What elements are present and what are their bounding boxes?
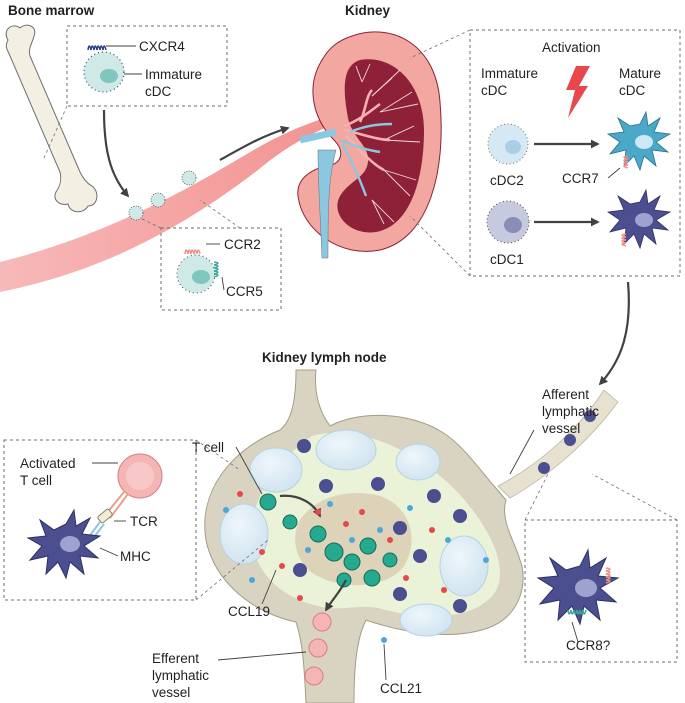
inset-mature-cdc1-cell <box>26 508 102 580</box>
immature-cdc-cell <box>83 51 125 93</box>
kidney-lead-bottom <box>409 215 471 277</box>
activation-label: Activation <box>542 40 601 55</box>
ccr5-receptor <box>213 261 219 278</box>
ccr8-receptor <box>567 609 587 615</box>
bone-illustration <box>5 24 98 213</box>
ccr2-label: CCR2 <box>224 237 261 252</box>
immature-cdc-label-line1: Immature <box>145 67 202 82</box>
ccr8-lead-left <box>524 473 549 521</box>
ccr8-lead-right <box>591 473 678 521</box>
ccr-lead-line-1 <box>139 217 162 229</box>
afferent-label-line3: vessel <box>542 421 580 436</box>
afferent-cdc-cells <box>538 410 596 474</box>
activation-panel-box <box>469 29 681 277</box>
ccl21-label: CCL21 <box>380 681 422 696</box>
cdc2-label: cDC2 <box>490 173 524 188</box>
ccr8-mature-cdc1-cell <box>536 548 620 626</box>
blood-vessel <box>0 112 350 292</box>
ccr8-label: CCR8? <box>566 638 610 653</box>
lymph-node <box>204 369 524 703</box>
ccl19-label: CCL19 <box>228 604 270 619</box>
activated-t-cell <box>117 453 163 499</box>
inset-lead-top <box>195 439 241 471</box>
ccr7-receptor <box>623 155 629 169</box>
ccr7-label: CCR7 <box>562 171 599 186</box>
cdc1-label: cDC1 <box>490 252 524 267</box>
cdc1-mature-cell <box>606 188 672 250</box>
activated-t-cell-label-line1: Activated <box>20 456 76 471</box>
ccr-lead-line-2 <box>199 199 241 229</box>
panel-immature-label-line2: cDC <box>481 83 507 98</box>
ccl21-dots <box>223 501 489 643</box>
ccr2-receptor <box>184 249 201 255</box>
panel-immature-label-line1: Immature <box>481 66 538 81</box>
ccr8-inset-box <box>524 519 678 663</box>
cxcr4-receptor <box>87 45 107 51</box>
cdc2-mature-cell <box>606 110 672 172</box>
efferent-flow-arrow <box>325 579 347 612</box>
mature-label-line1: Mature <box>619 66 661 81</box>
bone-marrow-inset-box <box>66 25 228 107</box>
ccl19-dots <box>237 491 447 601</box>
kidney-illustration <box>297 31 442 259</box>
t-cell-cluster <box>259 493 398 588</box>
blood-cdc-cells <box>128 170 197 221</box>
efferent-label-line3: vessel <box>152 685 190 700</box>
afferent-label-line2: lymphatic <box>542 404 599 419</box>
title-kidney: Kidney <box>345 3 391 18</box>
ccr5-label: CCR5 <box>226 284 263 299</box>
mhc-label: MHC <box>120 549 151 564</box>
immature-cdc-label-line2: cDC <box>145 84 171 99</box>
mature-label-line2: cDC <box>619 83 645 98</box>
t-cell-label: T cell <box>192 440 224 455</box>
blood-immature-cdc-cell <box>176 254 216 294</box>
activated-t-cell-label-line2: T cell <box>20 473 52 488</box>
cdc1-ccr7-receptor <box>621 233 627 247</box>
cxcr4-label: CXCR4 <box>139 39 185 54</box>
ccr2-ccr5-inset-box <box>160 227 282 311</box>
cdc1-immature-cell <box>486 200 530 244</box>
efferent-label-line1: Efferent <box>152 651 199 666</box>
tcr-label: TCR <box>130 514 158 529</box>
efferent-label-line2: lymphatic <box>152 668 209 683</box>
title-kidney-lymph-node: Kidney lymph node <box>262 350 387 365</box>
afferent-label-line1: Afferent <box>542 387 589 402</box>
efferent-t-cells <box>304 612 332 686</box>
migration-arrow <box>598 281 630 386</box>
t-cell-activation-inset-box <box>3 439 197 601</box>
activation-bolt-icon <box>566 66 590 118</box>
kidney-lead-top <box>409 29 471 59</box>
inset-ccr7-receptor <box>605 567 611 584</box>
title-bone-marrow: Bone marrow <box>8 3 95 18</box>
cdc2-immature-cell <box>487 123 529 165</box>
inset-lead-bottom <box>195 539 269 601</box>
lymph-node-cdc-cells <box>293 439 467 613</box>
egress-arrow <box>102 109 130 198</box>
tcr-mhc-synapse <box>97 508 113 524</box>
